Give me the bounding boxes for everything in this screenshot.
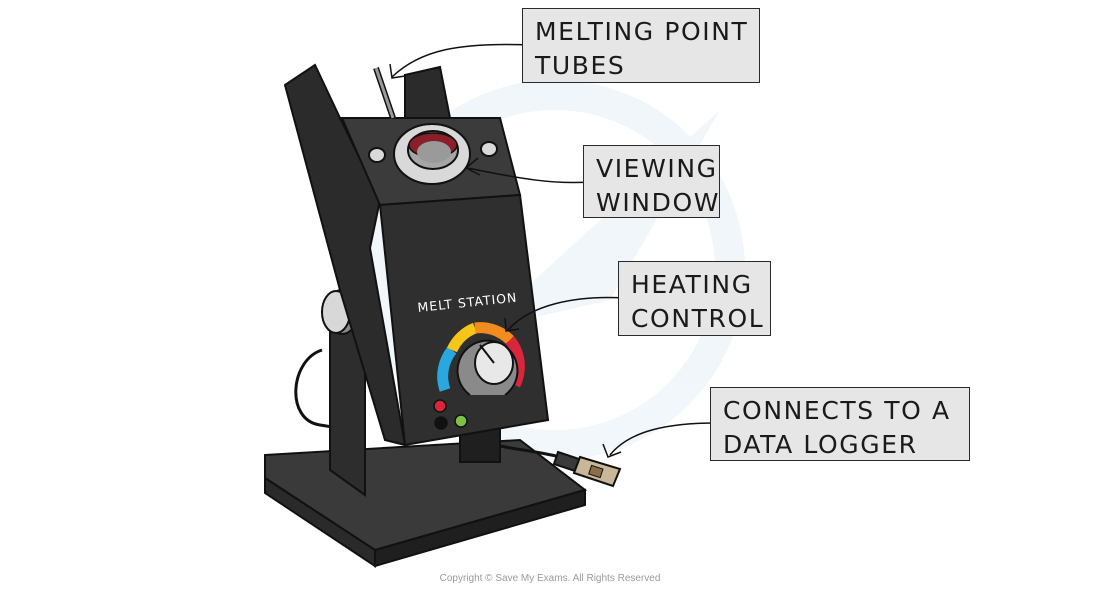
logger-cable — [499, 444, 622, 488]
led-green — [454, 414, 468, 428]
viewing-window — [393, 123, 471, 185]
led-black — [434, 416, 448, 430]
top-button-left — [368, 147, 386, 163]
label-heating-line2: CONTROL — [631, 304, 765, 333]
leader-lines — [391, 43, 717, 456]
label-logger-line1: CONNECTS TO A — [723, 396, 951, 425]
label-melting-point-tubes: MELTING POINT TUBES — [522, 8, 760, 83]
label-logger-line2: DATA LOGGER — [723, 430, 918, 459]
arrowheads — [389, 63, 622, 458]
label-tubes-line2: TUBES — [535, 51, 626, 80]
label-heating-control: HEATING CONTROL — [618, 261, 771, 336]
led-red — [433, 399, 447, 413]
base-plate — [264, 438, 588, 568]
label-window-line1: VIEWING — [596, 154, 718, 183]
label-viewing-window: VIEWING WINDOW — [583, 145, 720, 218]
top-button-right — [480, 141, 498, 157]
label-data-logger: CONNECTS TO A DATA LOGGER — [710, 387, 970, 461]
label-tubes-line1: MELTING POINT — [535, 17, 749, 46]
label-heating-line1: HEATING — [631, 270, 753, 299]
heating-dial — [437, 322, 525, 396]
label-window-line2: WINDOW — [596, 188, 721, 217]
copyright-notice: Copyright © Save My Exams. All Rights Re… — [439, 573, 661, 584]
